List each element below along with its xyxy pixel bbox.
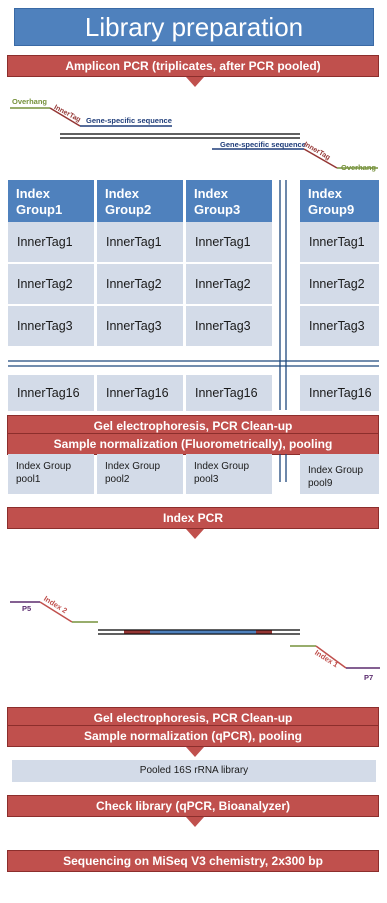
step-amplicon-pcr: Amplicon PCR (triplicates, after PCR poo… bbox=[7, 55, 379, 77]
down-arrow-icon bbox=[186, 77, 204, 87]
down-arrow-icon bbox=[186, 817, 204, 827]
table-cell: InnerTag3 bbox=[186, 306, 272, 346]
down-arrow-icon bbox=[186, 747, 204, 757]
step-check-library: Check library (qPCR, Bioanalyzer) bbox=[7, 795, 379, 817]
index-group-header: Index Group2 bbox=[97, 180, 183, 222]
table-cell: InnerTag2 bbox=[186, 264, 272, 304]
table-cell: InnerTag1 bbox=[186, 222, 272, 262]
index-group-header: Index Group1 bbox=[8, 180, 94, 222]
table-cell: InnerTag3 bbox=[300, 306, 379, 346]
table-cell: InnerTag3 bbox=[97, 306, 183, 346]
index2-line bbox=[39, 601, 73, 623]
pooled-library-box: Pooled 16S rRNA library bbox=[12, 760, 376, 782]
overhang-right-label: Overhang bbox=[341, 163, 377, 172]
table-cell: InnerTag3 bbox=[8, 306, 94, 346]
p5-label: P5 bbox=[22, 604, 32, 613]
innertag-left-line bbox=[49, 107, 81, 127]
table-cell: InnerTag1 bbox=[300, 222, 379, 262]
table-cell: InnerTag2 bbox=[300, 264, 379, 304]
pool-cell: Index Group pool2 bbox=[97, 454, 183, 494]
table-break-lines bbox=[8, 180, 379, 410]
table-cell: InnerTag2 bbox=[97, 264, 183, 304]
pool-cell: Index Group pool1 bbox=[8, 454, 94, 494]
page-title: Library preparation bbox=[14, 8, 374, 46]
overhang-left-label: Overhang bbox=[12, 97, 48, 106]
gene-specific-bottom-label: Gene-specific sequence bbox=[220, 140, 306, 149]
table-cell: InnerTag16 bbox=[186, 375, 272, 411]
index-group-header: Index Group9 bbox=[300, 180, 379, 222]
pool-cell: Index Group pool9 bbox=[300, 454, 379, 494]
index1-line bbox=[315, 645, 347, 669]
table-cell: InnerTag16 bbox=[8, 375, 94, 411]
table-cell: InnerTag1 bbox=[97, 222, 183, 262]
innertag-right-line bbox=[303, 148, 338, 169]
pool-break-lines bbox=[279, 454, 287, 482]
step-index-pcr: Index PCR bbox=[7, 507, 379, 529]
table-cell: InnerTag16 bbox=[97, 375, 183, 411]
adapter-diagram bbox=[10, 601, 380, 669]
table-cell: InnerTag2 bbox=[8, 264, 94, 304]
step-gel-electrophoresis-2: Gel electrophoresis, PCR Clean-up bbox=[7, 707, 379, 729]
table-cell: InnerTag1 bbox=[8, 222, 94, 262]
table-cell: InnerTag16 bbox=[300, 375, 379, 411]
step-sequencing: Sequencing on MiSeq V3 chemistry, 2x300 … bbox=[7, 850, 379, 872]
pool-cell: Index Group pool3 bbox=[186, 454, 272, 494]
down-arrow-icon bbox=[186, 529, 204, 539]
step-sample-normalization-qpcr: Sample normalization (qPCR), pooling bbox=[7, 725, 379, 747]
gene-specific-top-label: Gene-specific sequence bbox=[86, 116, 172, 125]
index-group-header: Index Group3 bbox=[186, 180, 272, 222]
primer-diagram bbox=[10, 107, 378, 169]
p7-label: P7 bbox=[364, 673, 374, 682]
